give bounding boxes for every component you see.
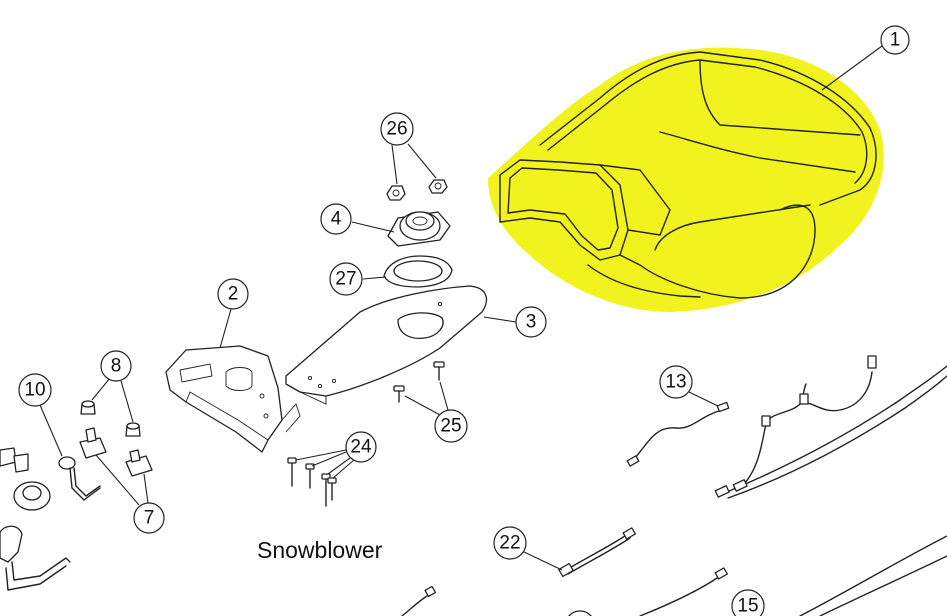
callout-26: 26	[386, 119, 407, 140]
callout-24: 24	[350, 437, 372, 458]
callout-2: 2	[228, 284, 239, 305]
callout-27: 27	[335, 269, 356, 290]
part-1-highlight	[488, 47, 884, 313]
callout-3: 3	[526, 312, 537, 333]
part-1-chute-housing[interactable]: 1	[488, 25, 910, 313]
callout-10: 10	[24, 380, 45, 401]
callout-25: 25	[440, 416, 461, 437]
part-24-rivets[interactable]: 24	[287, 431, 377, 507]
part-7-switches[interactable]: 7	[79, 427, 165, 534]
callout-8: 8	[111, 356, 122, 377]
callout-22: 22	[499, 533, 520, 554]
callout-15: 15	[737, 596, 758, 616]
part-15-cables[interactable]: 15	[401, 535, 947, 616]
callout-7: 7	[144, 508, 155, 529]
part-27-ring[interactable]: 27	[329, 255, 453, 296]
callout-4: 4	[331, 209, 342, 230]
part-8-knobs[interactable]: 8	[80, 350, 141, 437]
callout-1: 1	[890, 30, 901, 51]
part-25-screws[interactable]: 25	[393, 361, 468, 443]
wiring-harness-main[interactable]	[714, 355, 947, 499]
part-2-bracket[interactable]: 2	[165, 278, 301, 453]
diagram-caption: Snowblower	[257, 537, 383, 563]
part-22-cable[interactable]: 22	[493, 526, 636, 578]
part-13-harness[interactable]: 13	[626, 365, 730, 467]
part-26-nuts[interactable]: 26	[380, 112, 448, 201]
part-10-crank[interactable]: 10	[0, 373, 101, 591]
part-4-bearing-flange[interactable]: 4	[320, 203, 451, 247]
part-3-base-plate[interactable]: 3	[285, 285, 547, 405]
callout-13: 13	[665, 372, 686, 393]
